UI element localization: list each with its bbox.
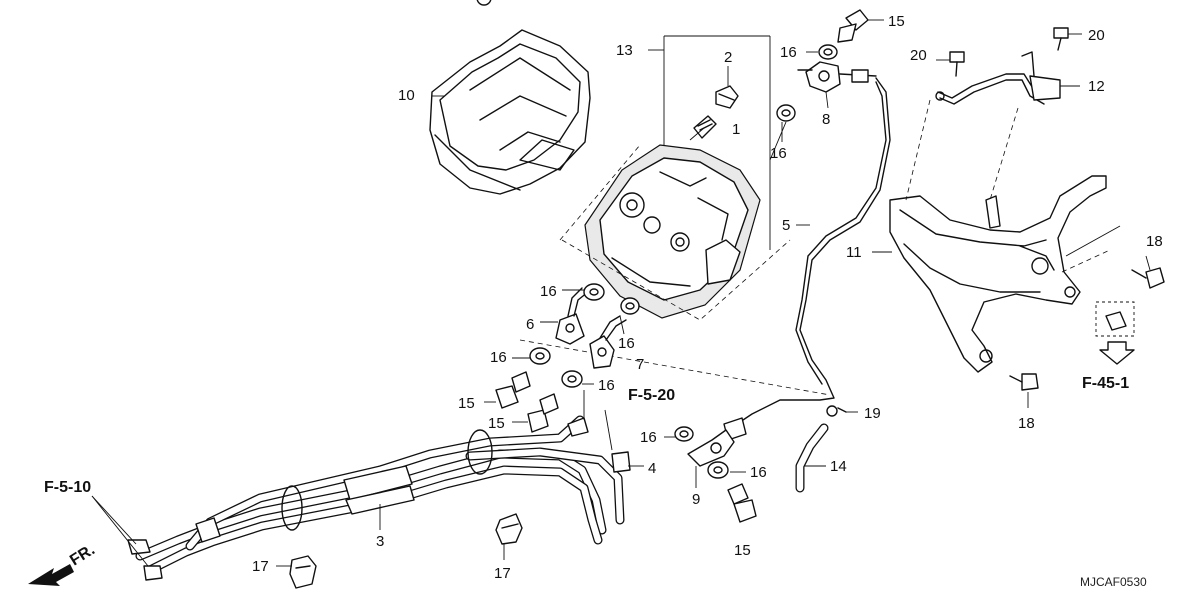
callout-16-f: 16 (598, 377, 615, 394)
abs-modulator-body (584, 144, 761, 319)
reference-f5-20: F-5-20 (628, 387, 675, 404)
front-direction-arrow: FR. (28, 541, 98, 586)
callout-12: 12 (1088, 78, 1105, 95)
part-2-cap (715, 66, 739, 109)
washer-16-a (583, 283, 605, 301)
washer-16-d (561, 370, 583, 388)
front-label: FR. (67, 541, 98, 569)
part-9-fitting (687, 429, 735, 488)
part-12-bracket (935, 51, 1080, 201)
part-18-bolt-bottom (1009, 373, 1039, 408)
callout-18-bottom: 18 (1018, 415, 1035, 432)
callout-15-left: 15 (458, 395, 475, 412)
f45-reference-box (1095, 301, 1135, 365)
part-14-hose (795, 423, 829, 493)
callout-2: 2 (724, 49, 732, 66)
part-11-mount-bracket (872, 99, 1111, 373)
callout-14: 14 (830, 458, 847, 475)
top-edge-fragment (476, 0, 492, 6)
callout-20-b: 20 (1088, 27, 1105, 44)
callout-19: 19 (864, 405, 881, 422)
part-7-fitting (589, 315, 627, 369)
callout-9: 9 (692, 491, 700, 508)
diagram-code: MJCAF0530 (1080, 575, 1147, 589)
callout-16-b: 16 (770, 145, 787, 162)
washer-16-mid (776, 104, 796, 122)
callout-16-a: 16 (780, 44, 797, 61)
reference-f5-10: F-5-10 (44, 479, 91, 496)
part-8-fitting (797, 61, 877, 109)
callout-5: 5 (782, 217, 790, 234)
callout-16-e: 16 (490, 349, 507, 366)
washer-16-c (529, 347, 551, 365)
part-10-cover (429, 29, 591, 195)
callout-17-right: 17 (494, 565, 511, 582)
callout-16-d: 16 (618, 335, 635, 352)
callout-15-mid: 15 (488, 415, 505, 432)
callout-1: 1 (732, 121, 740, 138)
callout-3: 3 (376, 533, 384, 550)
part-6-fitting (540, 287, 589, 345)
washer-16-f (707, 461, 729, 479)
callout-20-a: 20 (910, 47, 927, 64)
callout-10: 10 (398, 87, 415, 104)
part-15-bolt-bottom (727, 483, 757, 523)
callout-15-top: 15 (888, 13, 905, 30)
callout-16-c: 16 (540, 283, 557, 300)
part-15-bolt-left (484, 371, 531, 409)
callout-8: 8 (822, 111, 830, 128)
callout-6: 6 (526, 316, 534, 333)
part-3-brake-hose (127, 390, 644, 581)
callout-17-left: 17 (252, 558, 269, 575)
callout-13: 13 (616, 42, 633, 59)
part-19-clip (826, 405, 858, 417)
callout-18-right: 18 (1146, 233, 1163, 250)
washer-16-top (818, 44, 838, 60)
part-18-bolt-right (1131, 267, 1165, 289)
reference-f45-1: F-45-1 (1082, 375, 1129, 392)
part-5-brake-pipe (723, 77, 891, 441)
callout-7: 7 (636, 356, 644, 373)
callout-4: 4 (648, 460, 656, 477)
callout-11: 11 (846, 244, 862, 261)
washer-16-e (674, 426, 694, 442)
washer-16-b (620, 297, 640, 315)
part-15-bolt-top (837, 9, 884, 43)
part-20-bolt-b (1053, 27, 1082, 51)
callout-15-bottom: 15 (734, 542, 751, 559)
callout-16-h: 16 (750, 464, 767, 481)
callout-16-g: 16 (640, 429, 657, 446)
part-17-clamp-right (495, 513, 523, 560)
part-1-bleeder-valve (689, 115, 717, 141)
part-17-clamp-left (276, 555, 317, 589)
part-15-bolt-mid (512, 393, 559, 433)
part-20-bolt-a (949, 51, 965, 77)
